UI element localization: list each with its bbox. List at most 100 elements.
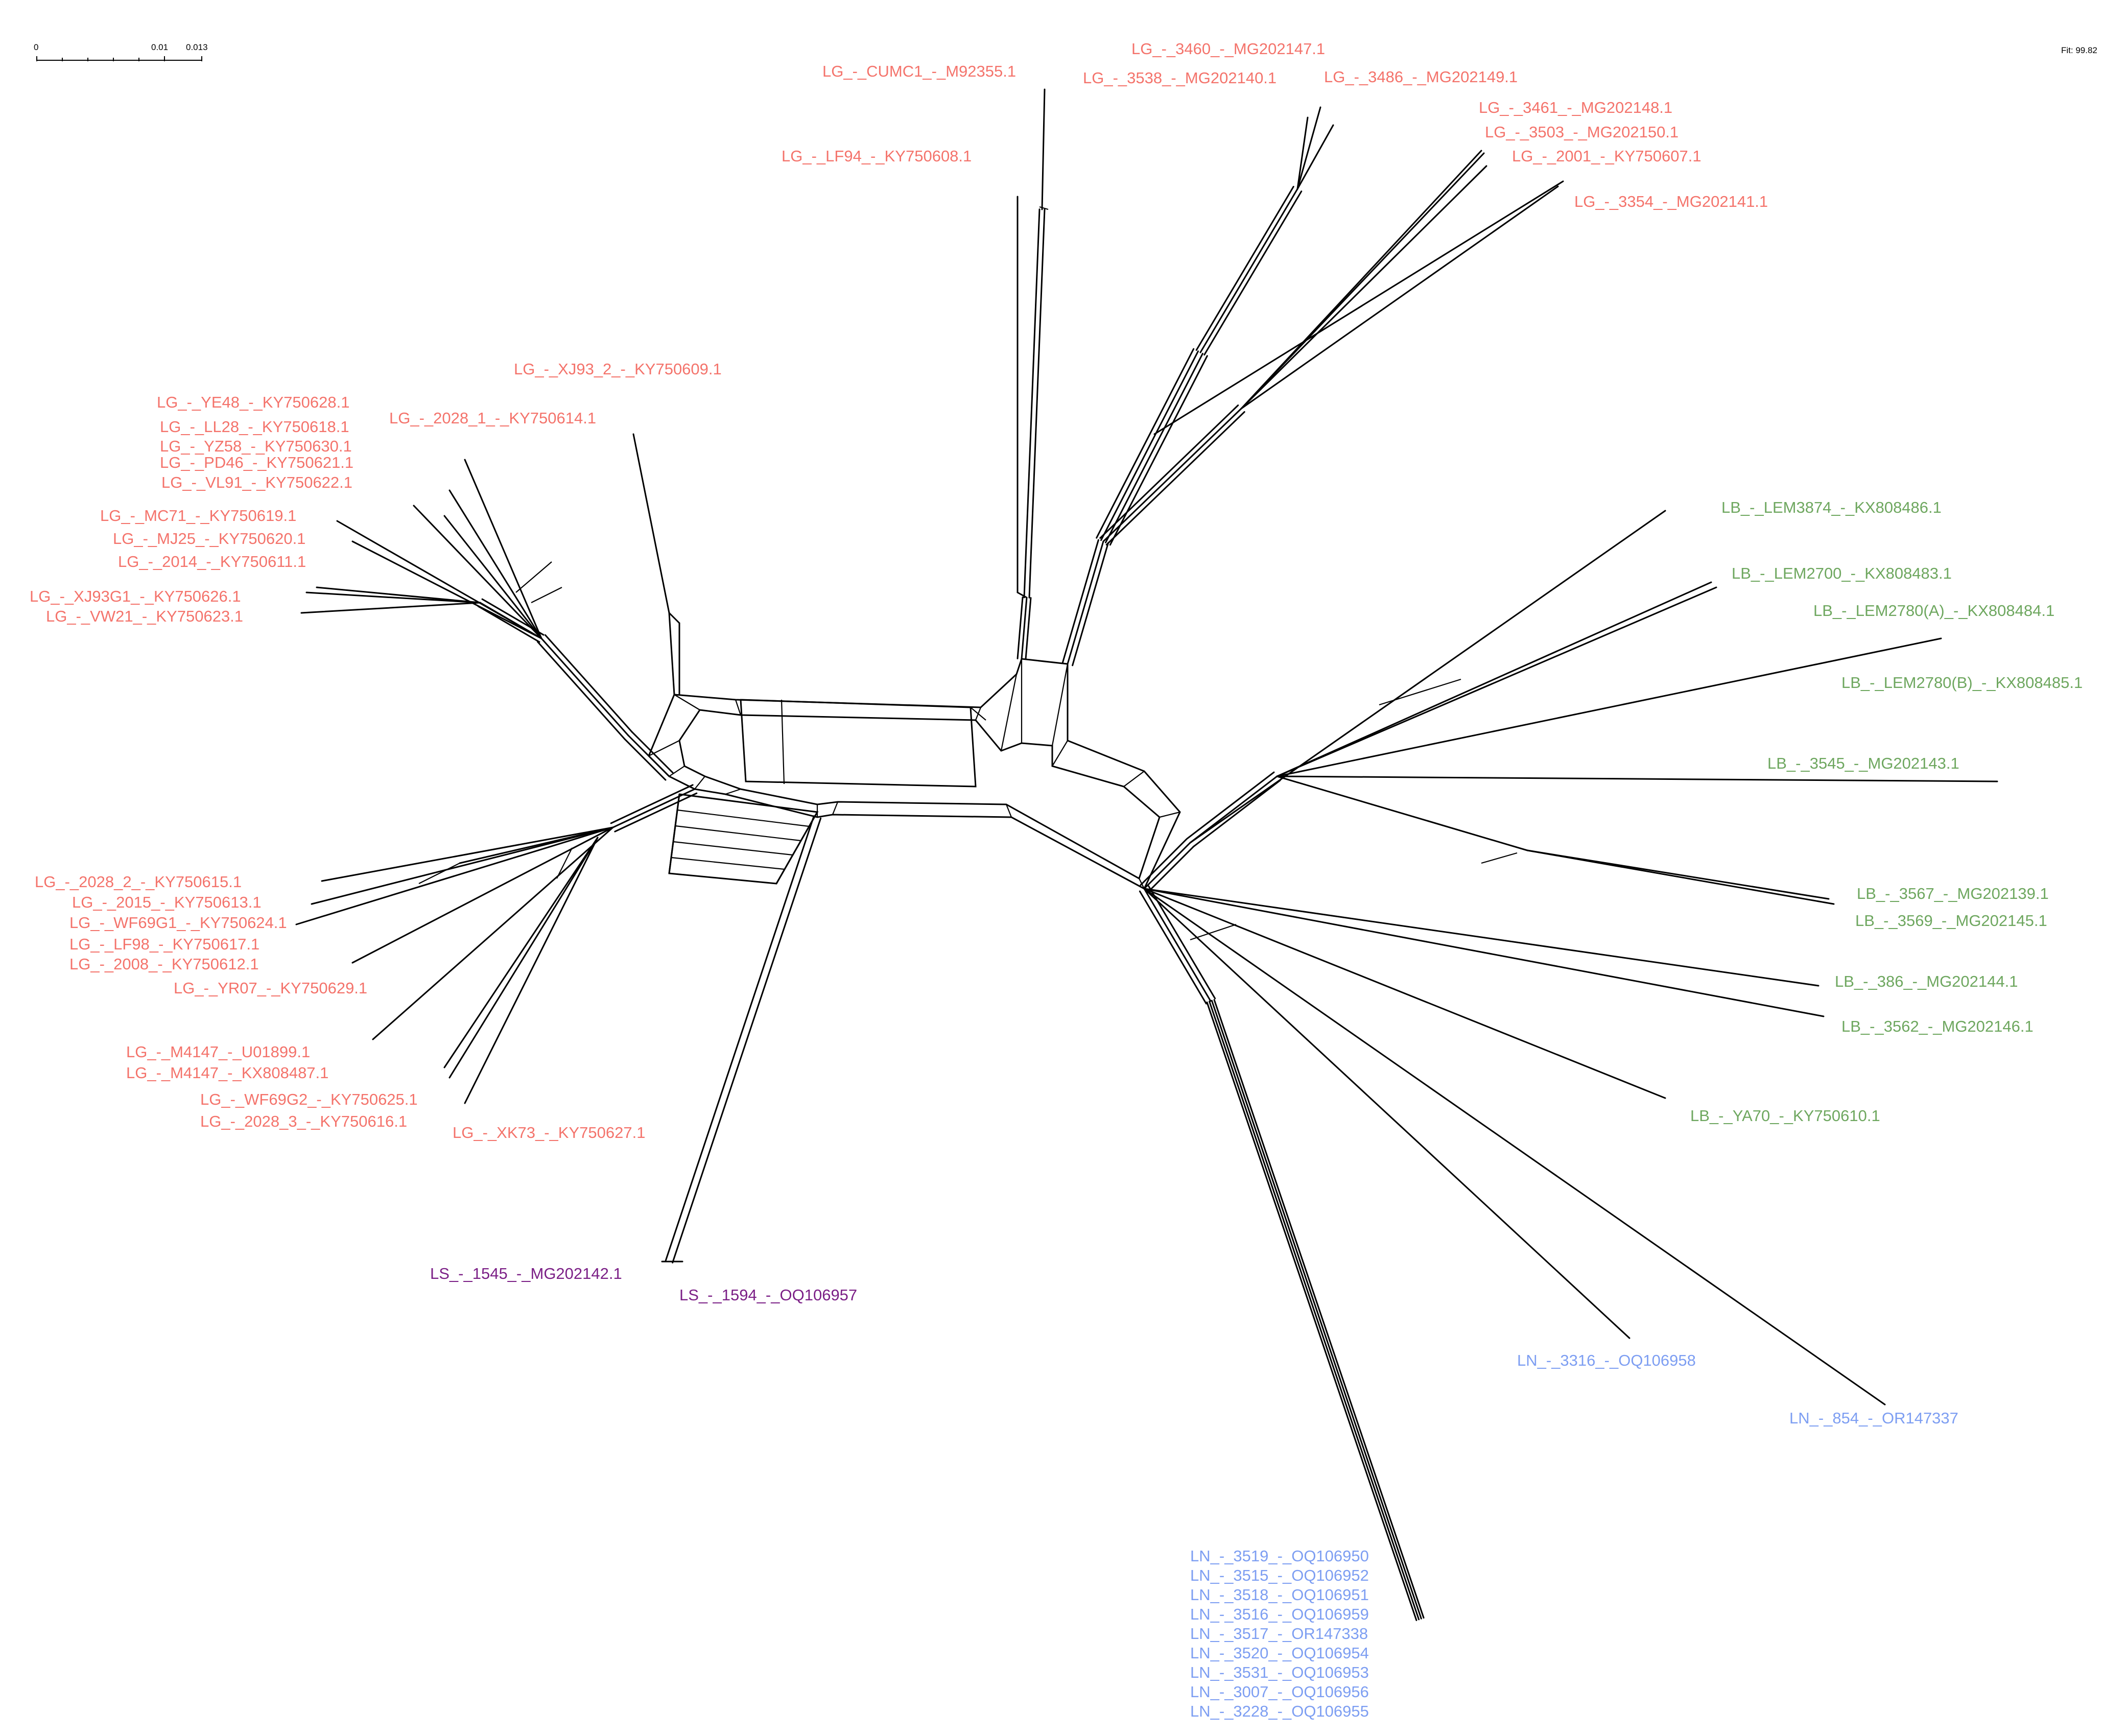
network-edge [515,561,552,593]
network-edge [1481,852,1518,864]
network-edge [464,459,542,639]
taxon-label: LG_-_VW21_-_KY750623.1 [46,607,243,625]
network-edge [418,863,460,884]
taxon-label: LB_-_3569_-_MG202145.1 [1855,912,2047,930]
network-edge [678,709,1161,880]
network-edge [1199,188,1298,353]
network-edge [610,784,694,824]
network-edge [321,826,614,882]
network-edge [1017,596,1024,659]
network-edge [624,738,667,781]
network-edge [1379,678,1461,706]
network-edge [627,734,670,777]
network-edge [1240,185,1559,410]
network-edge [1276,775,1528,851]
taxon-label: LN_-_3517_-_OR147338 [1190,1625,1368,1643]
network-edge [1109,355,1208,546]
taxon-label: LS_-_1545_-_MG202142.1 [430,1265,622,1282]
taxon-label: LN_-_3520_-_OQ106954 [1190,1644,1369,1662]
taxon-label: LB_-_3567_-_MG202139.1 [1857,885,2049,902]
network-edge [1025,597,1032,660]
taxon-label: LG_-_2028_3_-_KY750616.1 [200,1112,407,1130]
scale-bar: 0 0.01 0.013 [34,42,208,61]
taxon-label: LG_-_M4147_-_U01899.1 [126,1043,310,1061]
network-edge [1276,637,1942,777]
scale-tick-label: 0.01 [151,42,168,52]
network-edge [1213,999,1425,1619]
network-edge [677,809,810,827]
taxon-label: LG_-_2014_-_KY750611.1 [118,553,306,570]
network-edge [1296,116,1309,190]
taxon-label: LG_-_XK73_-_KY750627.1 [453,1124,645,1142]
network-edge [1276,581,1712,777]
network-edge [1051,663,1069,746]
network-edge [556,847,573,879]
network-edge [1100,350,1199,541]
network-edge [1102,408,1242,542]
network-edge [351,540,542,639]
network-edge [1123,771,1145,787]
network-edge [443,515,542,639]
taxon-label: LG_-_2028_2_-_KY750615.1 [35,873,242,891]
taxon-label: LG_-_WF69G2_-_KY750625.1 [200,1090,418,1108]
network-edge [413,505,542,639]
taxon-label: LG_-_3354_-_MG202141.1 [1574,193,1768,210]
network-edge [1189,775,1278,844]
network-edge [614,792,698,833]
taxon-label: LG_-_LF94_-_KY750608.1 [782,147,972,165]
network-edge [631,731,674,774]
network-edge [832,801,839,815]
network-edge [672,817,822,1264]
network-edge [1211,1000,1422,1620]
taxon-label: LG_-_LF98_-_KY750617.1 [69,935,259,953]
taxon-label: LN_-_3519_-_OQ106950 [1190,1547,1369,1565]
network-edge [1023,208,1041,599]
taxon-label: LN_-_3007_-_OQ106956 [1190,1683,1369,1701]
network-edge [448,489,542,639]
network-edge [372,826,614,1040]
taxon-label: LN_-_3515_-_OQ106952 [1190,1566,1369,1584]
network-edge [537,641,626,740]
taxon-label: LB_-_3562_-_MG202146.1 [1841,1017,2034,1035]
network-edge [1143,888,1212,1002]
network-edge [1104,352,1203,543]
network-edge [1206,1001,1417,1621]
taxon-label: LG_-_3538_-_MG202140.1 [1083,69,1277,87]
network-edge [443,837,599,1068]
taxon-label: LG_-_LL28_-_KY750618.1 [160,418,349,436]
network-edge [311,826,614,905]
network-edge [1005,804,1012,818]
taxon-label: LG_-_MC71_-_KY750619.1 [100,507,296,525]
taxon-label: LG_-_3486_-_MG202149.1 [1324,68,1518,86]
scale-tick-label: 0 [34,42,38,52]
taxon-label: LN_-_3316_-_OQ106958 [1517,1351,1696,1369]
network-edge [1143,842,1191,890]
taxon-label: LN_-_3516_-_OQ106959 [1190,1605,1369,1623]
network-edge [612,788,696,828]
network-edge [1143,888,1630,1339]
network-edge [1296,106,1321,190]
network-edge [674,694,700,710]
network-edge [1028,208,1046,599]
network-edge [448,837,599,1079]
taxon-label: LG_-_2001_-_KY750607.1 [1512,147,1701,165]
taxon-label: LG_-_YR07_-_KY750629.1 [174,979,367,997]
network-edge [671,857,785,870]
scale-tick-label: 0.013 [186,42,208,52]
network-edge [648,658,1181,890]
taxon-labels: LG_-_CUMC1_-_M92355.1LG_-_LF94_-_KY75060… [30,40,2083,1720]
network-edge [300,602,481,614]
taxon-label: LN_-_3531_-_OQ106953 [1190,1663,1369,1681]
network-edge [1192,779,1281,848]
taxon-label: LG_-_MJ25_-_KY750620.1 [113,530,305,548]
network-edge [1039,206,1049,210]
network-edge [970,707,986,721]
network-edge [725,788,741,795]
taxon-label: LG_-_CUMC1_-_M92355.1 [822,62,1016,80]
network-edge [1139,890,1207,1005]
taxon-label: LG_-_YZ58_-_KY750630.1 [160,437,352,455]
taxon-label: LN_-_3518_-_OQ106951 [1190,1586,1369,1604]
network-edge [531,587,562,603]
fit-value: Fit: 99.82 [2061,45,2097,55]
